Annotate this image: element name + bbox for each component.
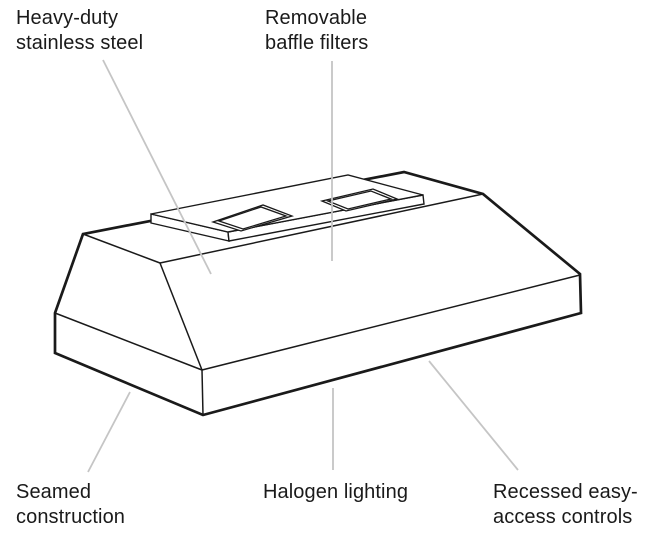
mounting-plate-top-face [150, 174, 424, 233]
label-seamed-construction: Seamed construction [16, 480, 125, 530]
label-line: Removable [265, 7, 368, 29]
leader-seamed-construction [87, 391, 131, 473]
label-recessed-easy-access-controls: Recessed easy- access controls [493, 480, 638, 530]
hood-front-left-slope-edge [159, 262, 203, 371]
mounting-plate [150, 174, 425, 242]
label-line: Recessed easy- [493, 481, 638, 503]
hood-band-top-left-edge [54, 312, 203, 371]
label-line: access controls [493, 506, 633, 528]
baffle-cutout-left-inner [216, 206, 289, 230]
label-line: baffle filters [265, 32, 369, 54]
leader-heavy-duty-stainless-steel [102, 59, 212, 275]
hood-band-top-front-edge [201, 274, 581, 371]
hood-interior-edges [54, 193, 581, 416]
label-line: Halogen lighting [263, 481, 409, 503]
hood-top-front-edge [159, 193, 484, 264]
baffle-filter-cutouts [210, 188, 400, 232]
leader-recessed-easy-access-controls [428, 360, 519, 471]
hood-body-silhouette [53, 170, 583, 417]
label-halogen-lighting: Halogen lighting [263, 480, 408, 505]
label-heavy-duty-stainless-steel: Heavy-duty stainless steel [16, 6, 143, 56]
hood-top-left-edge [82, 233, 161, 264]
leader-lines [87, 59, 519, 473]
label-line: Seamed [16, 481, 92, 503]
label-line: stainless steel [16, 32, 144, 54]
label-line: construction [16, 506, 126, 528]
hood-band-front-corner-edge [201, 369, 204, 416]
label-removable-baffle-filters: Removable baffle filters [265, 6, 368, 56]
label-line: Heavy-duty [16, 7, 119, 29]
baffle-cutout-right-inner [325, 190, 394, 210]
